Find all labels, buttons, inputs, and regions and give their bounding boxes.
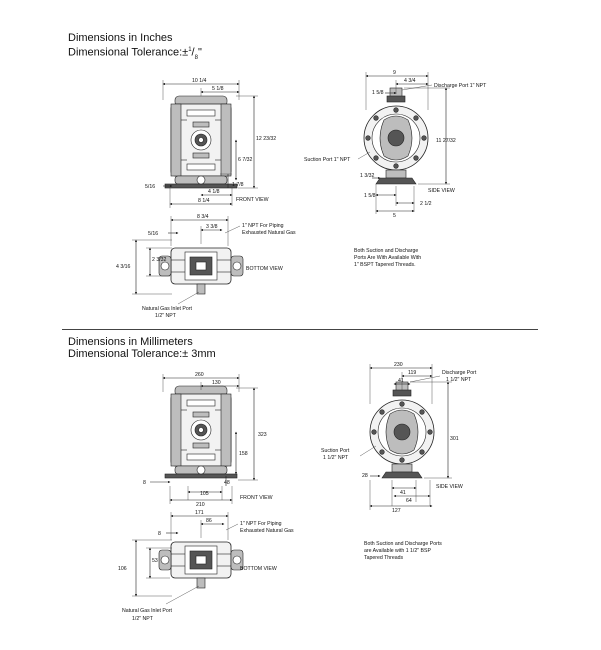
inches-note: Both Suction and Discharge Ports Are Wit… [354,248,421,268]
inches-side-bottom-right: 2 1/2 [420,201,432,207]
inches-bottom-pump-drawing [158,247,244,295]
mm-side-suction-line2: 1 1/2" NPT [323,455,349,461]
section-divider [62,329,538,330]
inches-side-discharge: Discharge Port 1" NPT [434,83,487,89]
inches-bottom-npt-line2: Exhausted Natural Gas [242,230,296,236]
inches-bottom-view: 8 3/4 3 3/8 1" NPT For Piping Exhausted … [116,214,296,319]
inches-side-top-left: 1 5/8 [372,90,384,96]
inches-tolerance: Dimensional Tolerance:±1/8" [68,46,202,61]
inches-tolerance-prefix: Dimensional Tolerance:± [68,46,189,59]
inches-front-base-full: 8 1/4 [198,198,210,204]
inches-side-bottom-full: 5 [393,213,396,219]
mm-side-top-width: 230 [394,362,403,368]
inches-side-suction: Suction Port 1" NPT [304,157,351,163]
mm-bottom-npt-line2: Exhausted Natural Gas [240,528,294,534]
inches-heading: Dimensions in Inches [68,32,173,44]
inches-front-view-label: FRONT VIEW [236,197,269,203]
mm-note-line1: Both Suction and Discharge Ports [364,541,442,547]
mm-front-left-foot: 8 [143,480,146,486]
inches-side-bottom-left: 1 5/8 [364,193,376,199]
mm-bottom-left-mid: 53 [152,558,158,564]
inches-bottom-inlet-line2: 1/2" NPT [155,313,177,319]
mm-bottom-npt-line1: 1" NPT For Piping [240,521,282,527]
inches-side-top-half: 4 3/4 [404,78,416,84]
inches-front-width-half: 5 1/8 [212,86,224,92]
inches-front-base-half: 4 1/8 [208,189,220,195]
mm-side-pump-drawing [369,381,435,479]
inches-tolerance-numerator: 1 [188,47,192,53]
mm-front-height-total: 323 [258,432,267,438]
mm-side-bottom-right: 64 [406,498,412,504]
inches-bottom-npt-line1: 1" NPT For Piping [242,223,284,229]
mm-side-discharge-line1: Discharge Port [442,370,477,376]
inches-side-view: 9 4 3/4 1 5/8 Discharge Port 1" NPT 11 2… [304,70,487,219]
mm-front-base-half: 105 [200,491,209,497]
mm-side-top-half: 119 [408,370,416,376]
inches-front-left-foot: 5/16 [145,184,155,190]
inches-front-height-total: 12 23/32 [256,136,276,142]
inches-front-view: 10 1/4 5 1/8 12 23/32 6 7/32 1 7/8 5/16 … [145,78,276,208]
mm-side-suction-line1: Suction Port [321,448,350,454]
mm-side-bottom-full: 127 [392,508,401,514]
mm-bottom-inlet-line2: 1/2" NPT [132,616,154,622]
inches-note-line2: Ports Are With Available With [354,255,421,261]
inches-bottom-inlet-line1: Natural Gas Inlet Port [142,306,192,312]
inches-bottom-left-mid: 2 3/32 [152,257,167,263]
mm-bottom-pump-drawing [158,541,244,589]
inches-bottom-width-half: 3 3/8 [206,224,218,230]
mm-note-line2: are Available with 1 1/2" BSP [364,548,431,554]
mm-side-height: 301 [450,436,459,442]
inches-tolerance-suffix: " [197,46,202,59]
inches-side-view-label: SIDE VIEW [428,188,455,194]
inches-side-bottom-small: 1 3/32 [360,173,375,179]
mm-front-width-overall: 260 [195,372,204,378]
mm-front-view: 260 130 323 158 48 8 105 210 FRONT VIEW [143,372,273,508]
mm-side-view-label: SIDE VIEW [436,484,463,490]
mm-side-bottom-left: 41 [400,490,406,496]
mm-bottom-left-full: 106 [118,566,127,572]
mm-side-bottom-small: 28 [362,473,368,479]
inches-note-line3: 1" BSPT Tapered Threads. [354,262,416,268]
inches-tolerance-denominator: 8 [194,54,198,61]
inches-front-height-mid: 6 7/32 [238,157,253,163]
mm-side-view: 230 119 41 Discharge Port 1 1/2" NPT 301… [321,362,477,514]
mm-front-pump-drawing [164,385,238,479]
mm-front-height-low: 48 [224,480,230,486]
mm-bottom-view: 171 86 1" NPT For Piping Exhausted Natur… [118,510,294,622]
mm-bottom-view-label: BOTTOM VIEW [240,566,277,572]
mm-front-width-half: 130 [212,380,221,386]
mm-tolerance: Dimensional Tolerance:± 3mm [68,348,216,360]
inches-side-pump-drawing [363,87,429,185]
inches-side-height: 11 27/32 [436,138,456,144]
inches-bottom-left-full: 4 3/16 [116,264,131,270]
mm-front-base-full: 210 [196,502,205,508]
mm-heading: Dimensions in Millimeters [68,336,193,348]
mm-front-view-label: FRONT VIEW [240,495,273,501]
mm-bottom-left-small: 8 [158,531,161,537]
inches-bottom-view-label: BOTTOM VIEW [246,266,283,272]
inches-bottom-left-small: 5/16 [148,231,158,237]
inches-bottom-width-full: 8 3/4 [197,214,209,220]
mm-side-discharge-line2: 1 1/2" NPT [446,377,472,383]
inches-note-line1: Both Suction and Discharge [354,248,418,254]
mm-note: Both Suction and Discharge Ports are Ava… [364,541,442,561]
inches-front-height-low: 1 7/8 [232,182,244,188]
mm-bottom-inlet-line1: Natural Gas Inlet Port [122,608,172,614]
mm-bottom-width-full: 171 [195,510,204,516]
inches-side-top-width: 9 [393,70,396,76]
mm-front-height-mid: 158 [239,451,248,457]
mm-bottom-width-half: 86 [206,518,212,524]
inches-front-width-overall: 10 1/4 [192,78,207,84]
mm-note-line3: Tapered Threads [364,555,404,561]
mm-side-top-left: 41 [398,378,404,384]
